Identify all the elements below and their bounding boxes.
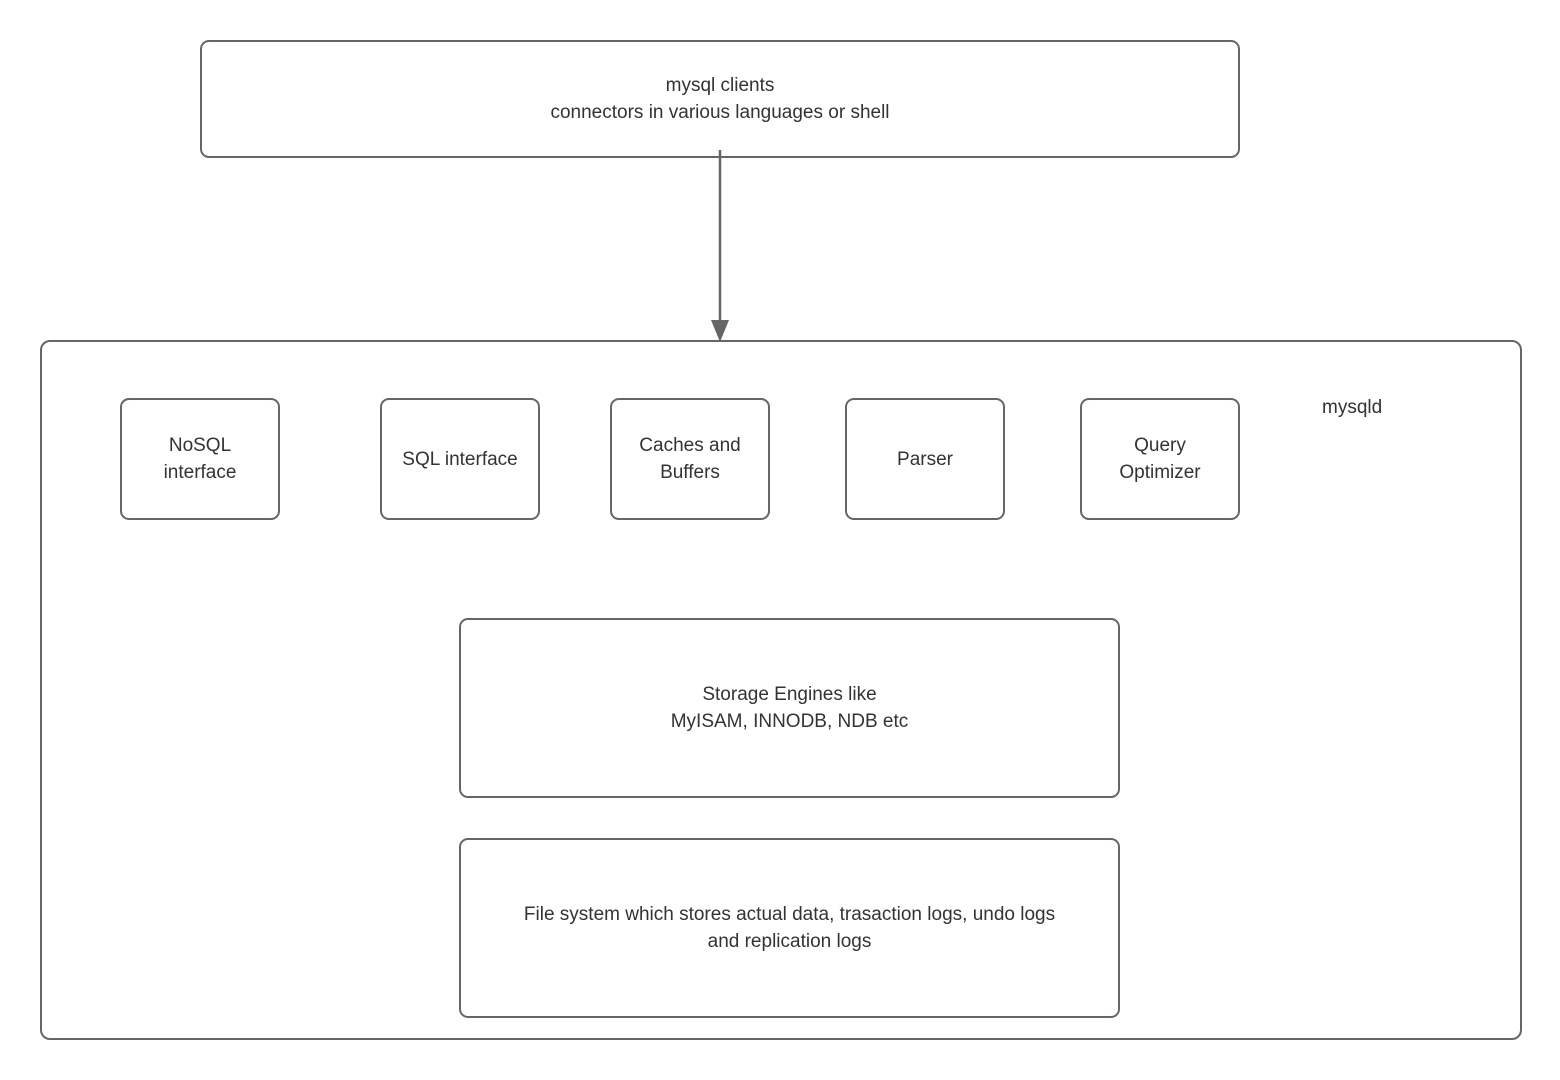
file-system-label: File system which stores actual data, tr… — [523, 904, 1056, 952]
component-box-sql-interface[interactable]: SQL interface — [380, 398, 540, 520]
file-system-box[interactable]: File system which stores actual data, tr… — [459, 838, 1120, 1018]
component-box-parser[interactable]: Parser — [845, 398, 1005, 520]
component-label-sql-interface: SQL interface — [402, 448, 518, 470]
storage-engines-label: Storage Engines like MyISAM, INNODB, NDB… — [670, 684, 909, 732]
component-label-query-optimizer: Query Optimizer — [1119, 435, 1201, 483]
connector-arrow-clients-to-mysqld — [711, 150, 729, 342]
component-box-caches-and-buffers[interactable]: Caches and Buffers — [610, 398, 770, 520]
mysql-clients-box[interactable]: mysql clients connectors in various lang… — [200, 40, 1240, 158]
component-label-caches-and-buffers: Caches and Buffers — [639, 435, 741, 483]
component-box-query-optimizer[interactable]: Query Optimizer — [1080, 398, 1240, 520]
arrowhead-icon — [711, 320, 729, 342]
mysqld-label: mysqld — [1322, 397, 1383, 418]
component-label-parser: Parser — [897, 448, 953, 470]
component-label-nosql-interface: NoSQL interface — [163, 435, 237, 483]
component-box-nosql-interface[interactable]: NoSQL interface — [120, 398, 280, 520]
storage-engines-box[interactable]: Storage Engines like MyISAM, INNODB, NDB… — [459, 618, 1120, 798]
mysql-clients-label: mysql clients connectors in various lang… — [550, 75, 890, 123]
